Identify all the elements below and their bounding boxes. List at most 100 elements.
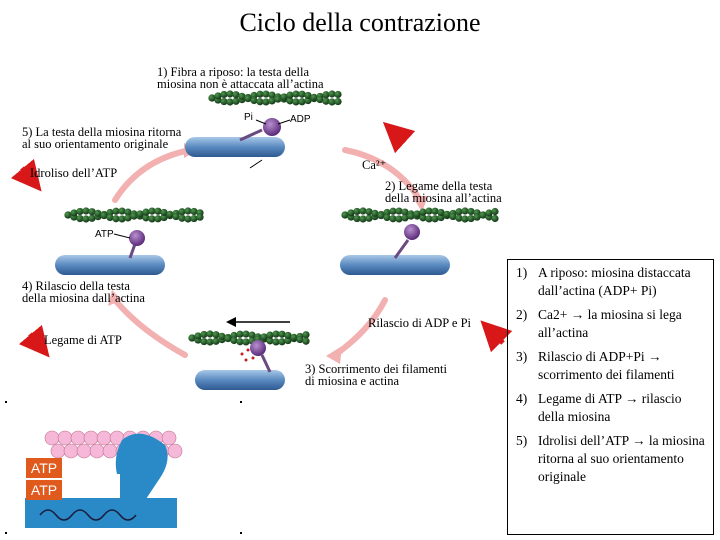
myosin-filament: [185, 137, 285, 157]
summary-item: 3)Rilascio di ADP+Pi → scorrimento dei f…: [514, 348, 707, 384]
actin-bead: [142, 214, 150, 222]
red-arrow-ca: [382, 121, 416, 154]
actin-bead: [232, 91, 240, 99]
pi-pointer: [255, 119, 267, 125]
actin-filament: [64, 207, 204, 223]
actin-bead: [190, 214, 198, 223]
actin-bead: [76, 207, 84, 216]
actin-bead: [70, 209, 78, 217]
actin-bead: [365, 214, 373, 222]
actin-bead: [419, 214, 427, 222]
actin-bead: [461, 207, 469, 215]
actin-bead: [443, 210, 451, 218]
actin-bead: [206, 338, 214, 346]
actin-bead: [455, 208, 463, 216]
idroliso-label: Idroliso dell’ATP: [30, 166, 118, 180]
myosin-filament: [55, 255, 165, 275]
myosin-actin-inset: [25, 430, 183, 528]
actin-bead: [395, 207, 403, 215]
actin-bead: [200, 330, 208, 339]
actin-bead: [262, 98, 270, 106]
myosin-tail-wave: [39, 509, 137, 521]
actin-bead: [278, 338, 286, 346]
actin-bead: [50, 443, 66, 459]
actin-bead: [365, 208, 373, 216]
actin-bead: [160, 208, 168, 217]
legame-label: Legame di ATP: [44, 333, 122, 347]
actin-bead: [220, 90, 228, 99]
cycle-arrow-1-2: [342, 147, 423, 203]
actin-bead: [278, 330, 286, 338]
step-2-line-1: 2) Legame della testa: [385, 179, 493, 193]
actin-bead: [83, 430, 99, 446]
actin-bead: [102, 443, 118, 459]
indicator-line: [249, 159, 263, 169]
actin-bead: [142, 208, 150, 216]
actin-bead: [112, 215, 120, 223]
actin-bead: [304, 96, 312, 105]
actin-bead: [401, 208, 409, 216]
actin-bead: [82, 207, 90, 215]
actin-bead: [161, 430, 177, 446]
actin-bead: [118, 207, 126, 215]
summary-item: 2)Ca2+ → la miosina si lega all’actina: [514, 306, 707, 342]
actin-bead: [136, 210, 144, 218]
actin-bead: [124, 208, 132, 216]
step-1-label: 1) Fibra a riposo: la testa della miosin…: [157, 65, 324, 91]
actin-bead: [292, 98, 300, 106]
actin-bead: [236, 338, 244, 346]
actin-filament: [188, 330, 310, 346]
actin-bead: [124, 214, 132, 222]
actin-bead: [220, 97, 228, 106]
actin-bead: [473, 213, 481, 221]
actin-bead: [206, 330, 214, 338]
summary-item: 4)Legame di ATP → rilascio della miosina: [514, 390, 707, 426]
step-4-label: 4) Rilascio della testa della miosina da…: [22, 280, 145, 305]
actin-filament: [341, 207, 499, 223]
actin-bead: [310, 93, 318, 101]
actin-bead: [196, 213, 204, 221]
rilascio-label: Rilascio di ADP e Pi: [368, 316, 472, 330]
sarcomere-step-4: [55, 207, 204, 275]
cycle-arrowheads: [108, 143, 428, 364]
actin-bead: [467, 207, 475, 216]
actin-bead: [226, 98, 234, 106]
pi-label: Pi: [244, 112, 253, 123]
phosphate-dot: [246, 348, 250, 352]
myosin-neck: [128, 243, 137, 259]
actin-bead: [242, 338, 250, 346]
myosin-filament: [340, 255, 450, 275]
actin-bead: [57, 430, 73, 446]
adp-pointer: [277, 119, 291, 125]
red-arrow-idroliso: [10, 158, 42, 192]
step-3-label: 3) Scorrimento dei filamenti di miosina …: [305, 363, 447, 388]
actin-bead: [70, 430, 86, 446]
actin-bead: [491, 214, 499, 223]
actin-bead: [334, 97, 342, 106]
step-1-line-1: 1) Fibra a riposo: la testa della: [157, 65, 310, 79]
myosin-head: [129, 230, 145, 246]
step-5-line-1: 5) La testa della miosina ritorna: [22, 125, 182, 139]
summary-number: 1): [516, 265, 528, 280]
actin-bead: [302, 331, 310, 339]
sliding-arrowhead: [226, 317, 236, 327]
actin-bead: [425, 215, 433, 223]
actin-bead: [359, 215, 367, 223]
actin-bead: [284, 336, 292, 345]
actin-bead: [76, 214, 84, 223]
actin-bead: [407, 212, 415, 220]
actin-bead: [200, 337, 208, 346]
actin-bead: [353, 207, 361, 216]
ca-label: Ca²⁺: [362, 158, 387, 172]
step-5-line-2: al suo orientamento originale: [22, 137, 169, 151]
actin-bead: [341, 211, 349, 219]
actin-bead: [455, 214, 463, 222]
sarcomere-step-1: [185, 90, 342, 169]
actin-bead: [154, 207, 162, 215]
actin-bead: [154, 215, 162, 223]
actin-bead: [266, 331, 274, 339]
actin-bead: [96, 430, 112, 446]
summary-number: 5): [516, 433, 528, 448]
actin-bead: [236, 330, 244, 338]
